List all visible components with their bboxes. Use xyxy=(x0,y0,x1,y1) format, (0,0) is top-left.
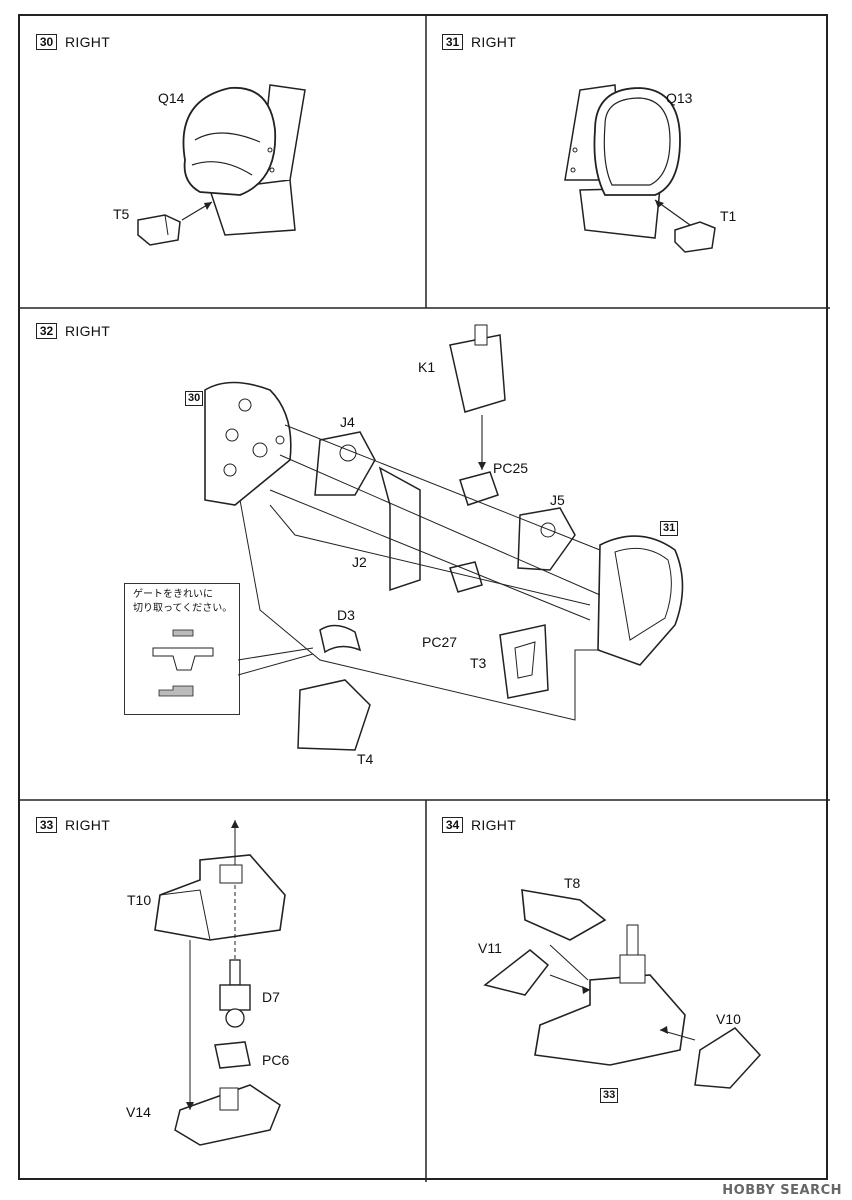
watermark-text: HOBBY SEARCH xyxy=(722,1183,842,1198)
ref-step-31: 31 xyxy=(660,521,679,536)
part-label-pc6: PC6 xyxy=(262,1052,290,1068)
ref-step-30: 30 xyxy=(185,391,204,406)
part-label-v11: V11 xyxy=(478,940,502,956)
step-number: 32 xyxy=(36,323,57,339)
panel-dividers xyxy=(20,16,830,1182)
part-label-j4: J4 xyxy=(340,414,355,430)
gate-note-illustration xyxy=(152,629,214,697)
gate-note-text: ゲートをきれいに 切り取ってください。 xyxy=(133,589,233,614)
instruction-sheet-frame xyxy=(18,14,830,1182)
step-title: RIGHT xyxy=(65,323,111,339)
gate-note-box: ゲートをきれいに 切り取ってください。 xyxy=(124,583,240,715)
step-32-illustration xyxy=(204,324,684,751)
part-label-t3: T3 xyxy=(470,655,487,671)
ref-step-33: 33 xyxy=(600,1088,619,1103)
part-label-d7: D7 xyxy=(262,989,280,1005)
part-label-t8: T8 xyxy=(564,875,581,891)
part-label-t5: T5 xyxy=(113,206,130,222)
part-label-j2: J2 xyxy=(352,554,367,570)
step-34-illustration xyxy=(483,889,762,1089)
part-label-t1: T1 xyxy=(720,208,737,224)
part-label-t10: T10 xyxy=(127,892,152,908)
part-label-q13: Q13 xyxy=(666,90,693,106)
part-label-v14: V14 xyxy=(126,1104,151,1120)
part-label-k1: K1 xyxy=(418,359,436,375)
step-33-illustration xyxy=(154,820,286,1146)
part-label-q14: Q14 xyxy=(158,90,185,106)
step-number: 34 xyxy=(442,817,463,833)
step-30-illustration xyxy=(137,84,306,246)
step-31-header: 31 RIGHT xyxy=(442,34,516,50)
step-33-header: 33 RIGHT xyxy=(36,817,110,833)
part-label-pc27: PC27 xyxy=(422,634,458,650)
callout-lines xyxy=(237,647,314,676)
step-31-illustration xyxy=(564,84,716,253)
step-title: RIGHT xyxy=(471,34,517,50)
part-label-j5: J5 xyxy=(550,492,565,508)
step-34-header: 34 RIGHT xyxy=(442,817,516,833)
step-number: 33 xyxy=(36,817,57,833)
step-title: RIGHT xyxy=(471,817,517,833)
part-label-v10: V10 xyxy=(716,1011,741,1027)
step-title: RIGHT xyxy=(65,34,111,50)
step-title: RIGHT xyxy=(65,817,111,833)
part-label-t4: T4 xyxy=(357,751,374,767)
step-32-header: 32 RIGHT xyxy=(36,323,110,339)
part-label-d3: D3 xyxy=(337,607,355,623)
part-label-pc25: PC25 xyxy=(493,460,529,476)
step-30-header: 30 RIGHT xyxy=(36,34,110,50)
step-number: 30 xyxy=(36,34,57,50)
step-number: 31 xyxy=(442,34,463,50)
